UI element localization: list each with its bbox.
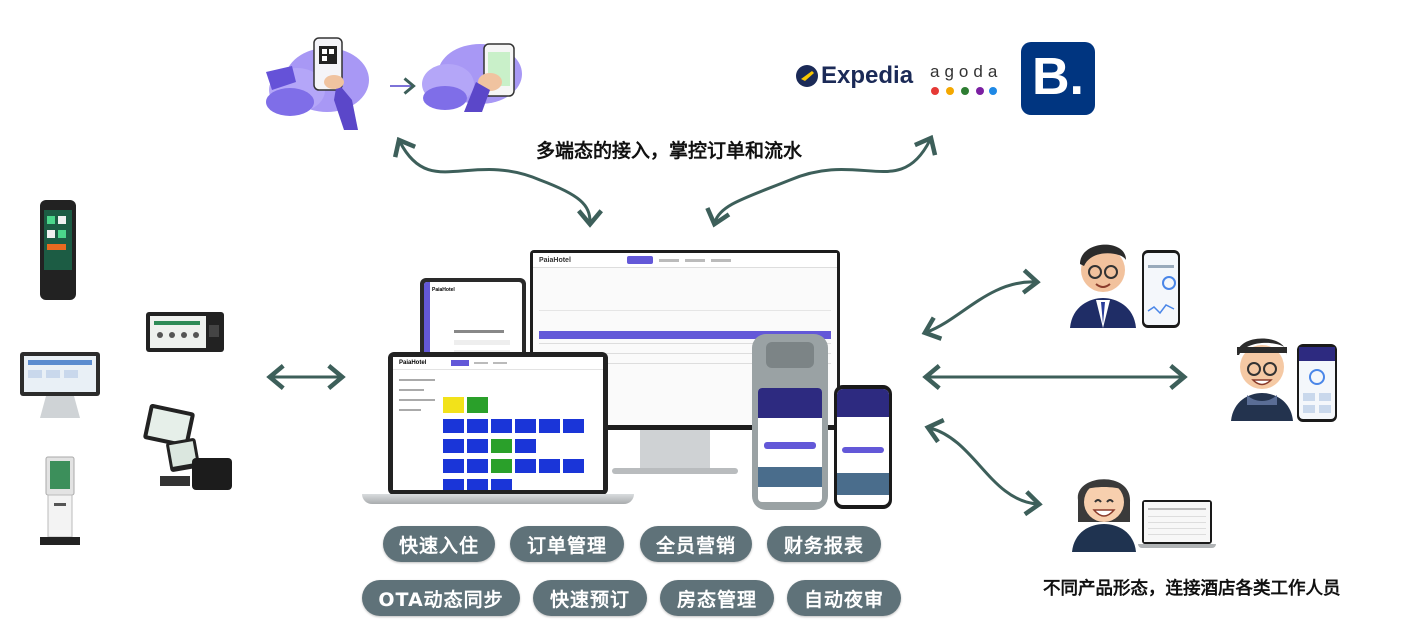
feature-pill-quick-booking: 快速预订	[533, 580, 647, 616]
desktop-navbar: PaiaHotel	[533, 253, 837, 268]
laptop-sidebar-filters	[399, 379, 435, 469]
desktop-nav-tab[interactable]	[684, 258, 705, 262]
desktop-nav-tab[interactable]	[658, 258, 679, 262]
room-tile[interactable]	[467, 479, 488, 490]
room-tile[interactable]	[467, 459, 488, 473]
room-tile-clean[interactable]	[467, 397, 488, 413]
room-tile[interactable]	[563, 459, 584, 473]
tablet-form-field[interactable]	[454, 340, 510, 345]
pos-action-button[interactable]	[764, 442, 816, 449]
expedia-wordmark: Expedia	[821, 62, 914, 89]
manager-avatar	[1070, 244, 1136, 328]
expedia-plane-icon	[796, 65, 818, 87]
desktop-table-row	[539, 353, 831, 354]
tablet-brand: PaiaHotel	[432, 287, 455, 293]
laptop-brand: PaiaHotel	[399, 360, 427, 366]
room-tile-clean[interactable]	[491, 439, 512, 453]
arrow-system-to-manager	[921, 268, 1041, 341]
tablet-sidebar	[424, 282, 430, 394]
tablet-form-line	[454, 330, 504, 333]
self-checkin-kiosk	[40, 456, 80, 545]
desktop-table-header	[539, 331, 831, 339]
room-tile[interactable]	[443, 419, 464, 433]
room-tile[interactable]	[563, 419, 584, 433]
smartphone-device	[834, 385, 892, 509]
room-tile[interactable]	[539, 459, 560, 473]
frontdesk-laptop-screen	[1148, 508, 1206, 535]
laptop-nav-active-tab[interactable]	[451, 360, 470, 366]
laptop-navbar: PaiaHotel	[393, 357, 603, 370]
staff-phone-dashboard	[1299, 347, 1335, 413]
arrow-ota-to-system	[705, 134, 938, 228]
room-tile[interactable]	[443, 459, 464, 473]
access-caption: 多端态的接入，掌控订单和流水	[536, 140, 803, 162]
laptop-nav-tab[interactable]	[474, 362, 489, 364]
feature-pill-financial-reports: 财务报表	[767, 526, 881, 562]
smartphone-photo-strip	[837, 473, 889, 495]
phone-in-cloud-illustration	[422, 43, 522, 112]
expedia-logo: Expedia	[796, 62, 913, 90]
booking-letter: B.	[1032, 47, 1084, 106]
qr-scan-illustration	[266, 37, 369, 130]
room-tile[interactable]	[443, 439, 464, 453]
handheld-pos-device	[40, 200, 76, 300]
room-tile-occupied[interactable]	[443, 397, 464, 413]
smartphone-action-button[interactable]	[842, 447, 884, 453]
room-tile[interactable]	[515, 439, 536, 453]
desktop-nav-active-tab[interactable]	[626, 256, 653, 264]
room-tile[interactable]	[539, 419, 560, 433]
feature-pill-quick-checkin: 快速入住	[383, 526, 495, 562]
room-tile[interactable]	[467, 419, 488, 433]
laptop-screen: PaiaHotel	[393, 357, 603, 490]
wall-tablet-terminal	[146, 312, 224, 352]
desktop-filter-area	[539, 280, 831, 311]
desktop-table-row	[539, 363, 831, 364]
smartphone-header	[837, 389, 889, 417]
desktop-pos-terminal	[20, 352, 100, 418]
laptop-device: PaiaHotel	[388, 352, 608, 495]
dual-screen-cashier	[143, 403, 232, 490]
frontdesk-laptop	[1138, 500, 1216, 548]
arrow-system-to-frontdesk	[924, 418, 1043, 517]
desktop-nav-tab[interactable]	[710, 258, 731, 262]
room-tile[interactable]	[491, 479, 512, 490]
staff-phone	[1297, 344, 1337, 422]
pos-header	[758, 388, 822, 418]
manager-phone	[1142, 250, 1180, 328]
monitor-stand	[640, 430, 710, 470]
feature-pill-auto-night-audit: 自动夜审	[787, 580, 901, 616]
agoda-dots-icon	[931, 87, 997, 95]
desktop-table-row	[539, 343, 831, 344]
laptop-nav-tab[interactable]	[493, 362, 508, 364]
agoda-wordmark: agoda	[930, 62, 1003, 81]
room-tile-clean[interactable]	[491, 459, 512, 473]
feature-pill-order-management: 订单管理	[510, 526, 624, 562]
room-tile[interactable]	[515, 419, 536, 433]
feature-pill-room-status: 房态管理	[660, 580, 774, 616]
room-tile[interactable]	[443, 479, 464, 490]
room-tile[interactable]	[467, 439, 488, 453]
smartphone-screen	[837, 389, 889, 505]
feature-pill-all-staff-marketing: 全员营销	[640, 526, 752, 562]
staff-connect-caption: 不同产品形态，连接酒店各类工作人员	[1043, 579, 1341, 599]
pos-photo-strip	[758, 467, 822, 487]
room-status-grid	[443, 397, 593, 490]
monitor-base	[612, 468, 738, 474]
room-tile[interactable]	[491, 419, 512, 433]
booking-logo: B.	[1021, 42, 1095, 115]
pos-terminal-screen	[758, 388, 822, 502]
manager-phone-dashboard-chart	[1147, 265, 1176, 315]
feature-pill-ota-sync: OTA动态同步	[362, 580, 520, 616]
staff-avatar	[1231, 338, 1293, 421]
room-tile[interactable]	[515, 459, 536, 473]
arrow-cloud-to-system	[392, 136, 603, 228]
laptop-base	[362, 494, 634, 504]
pos-terminal-device	[752, 334, 828, 510]
card-reader-slot	[766, 342, 814, 368]
agoda-logo: agoda	[930, 62, 998, 101]
desktop-brand: PaiaHotel	[539, 256, 571, 264]
frontdesk-avatar	[1072, 479, 1136, 552]
